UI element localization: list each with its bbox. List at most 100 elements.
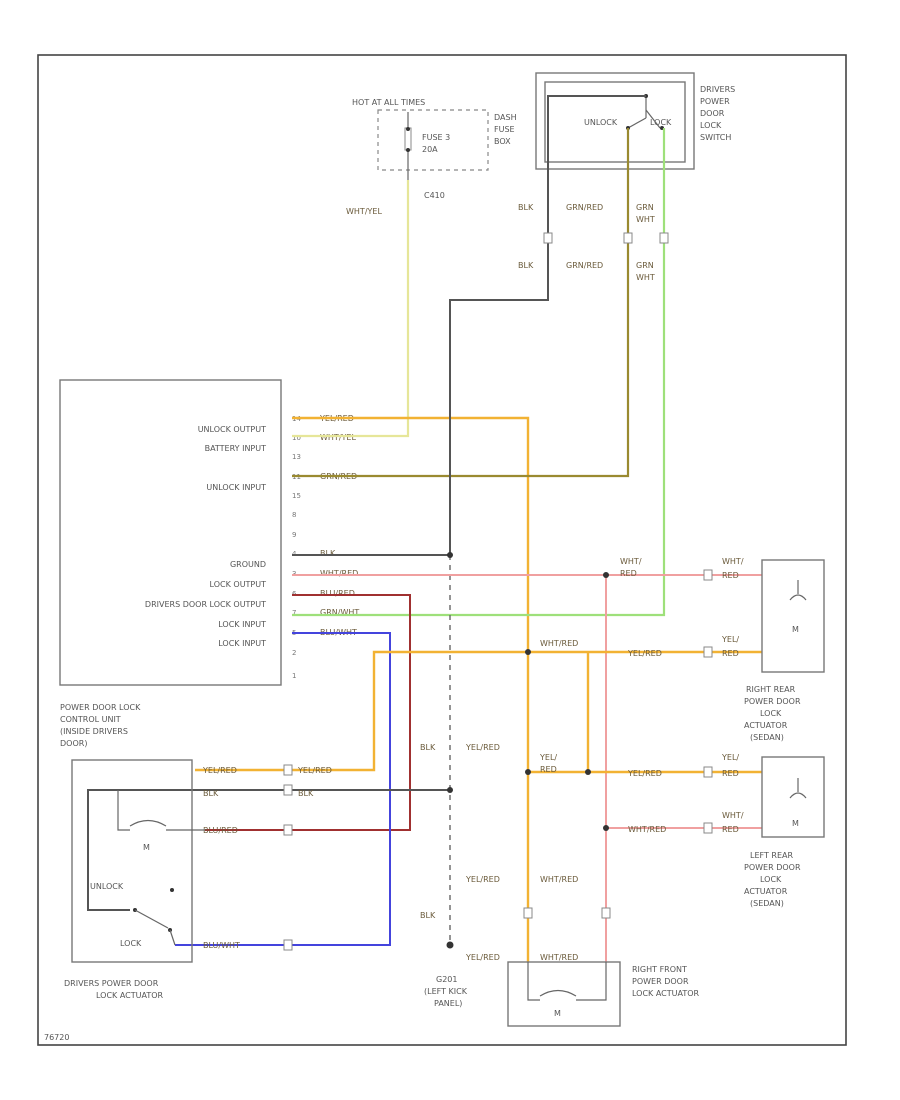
- fuse-number-label: FUSE 3: [422, 133, 450, 142]
- rr-name-2: POWER DOOR: [744, 697, 801, 706]
- switch-name-4: LOCK: [700, 121, 722, 130]
- ground-name-3: PANEL): [434, 999, 462, 1008]
- drivers-power-door-lock-actuator: YEL/RED BLK BLU/RED BLU/WHT YEL/RED BLK …: [64, 759, 332, 1000]
- cu-func-unlock-output: UNLOCK OUTPUT: [198, 425, 266, 434]
- dash-fuse-box: HOT AT ALL TIMES FUSE 3 20A DASH FUSE BO…: [346, 98, 517, 216]
- da-motor-lead-left: [117, 790, 130, 831]
- left-rear-box: [761, 756, 825, 838]
- lr-wire-red-2: RED: [722, 825, 739, 834]
- wire-grn-wht: [292, 128, 666, 617]
- ground-wire-label-2: BLK: [420, 911, 436, 920]
- sw-upper-blk: BLK: [518, 203, 534, 212]
- da-lock-label: LOCK: [120, 939, 142, 948]
- da-wire-blk-right: BLK: [298, 789, 314, 798]
- da-motor-arc: [129, 819, 167, 827]
- sw-upper-grn: GRN: [636, 203, 654, 212]
- lr-name-1: LEFT REAR: [750, 851, 793, 860]
- diagram-border: [37, 54, 847, 1046]
- rf-name-1: RIGHT FRONT: [632, 965, 687, 974]
- junctions: [446, 552, 609, 949]
- lr-wire-wht: WHT/: [722, 811, 744, 820]
- cu-wire-wht-red: WHT/RED: [320, 569, 358, 578]
- da-unlock-label: UNLOCK: [90, 882, 124, 891]
- center-wire-labels: YEL/RED YEL/RED WHT/RED YEL/RED WHT/RED …: [465, 557, 642, 962]
- cu-wire-blk: BLK: [320, 549, 336, 558]
- cu-wire-blu-red: BLU/RED: [320, 589, 355, 598]
- center-wht-red-1: WHT/RED: [540, 875, 578, 884]
- switch-name-2: POWER: [700, 97, 730, 106]
- center-red: RED: [540, 765, 557, 774]
- cu-wire-wht-yel: WHT/YEL: [320, 433, 356, 442]
- wire-grn-red: [292, 128, 630, 478]
- sw-lower-blk: BLK: [518, 261, 534, 270]
- sw-lower-grn: GRN: [636, 261, 654, 270]
- cu-func-battery-input: BATTERY INPUT: [205, 444, 267, 453]
- rr-motor-label: M: [792, 625, 799, 634]
- da-wire-yel-red-right: YEL/RED: [297, 766, 332, 775]
- rr-wire-yel: YEL/: [721, 635, 739, 644]
- switch-name-3: DOOR: [700, 109, 725, 118]
- lr-wire-wht-red: WHT/RED: [628, 825, 666, 834]
- cu-pin-10: 10: [292, 434, 301, 442]
- drivers-actuator-box: [71, 759, 193, 963]
- switch-name-5: SWITCH: [700, 133, 731, 142]
- ground-name-2: (LEFT KICK: [424, 987, 468, 996]
- cu-func-lock-output: LOCK OUTPUT: [210, 580, 267, 589]
- wire-blk-drivers-actuator: [87, 789, 450, 911]
- sw-upper-grn-red: GRN/RED: [566, 203, 603, 212]
- right-rear-actuator: WHT/ RED YEL/ RED YEL/RED M RIGHT REAR P…: [627, 557, 825, 742]
- right-front-box: [507, 961, 621, 1027]
- cu-pin-15: 15: [292, 492, 301, 500]
- center-wht-red-2: WHT/RED: [540, 953, 578, 962]
- rr-name-5: (SEDAN): [750, 733, 784, 742]
- hot-at-all-times-label: HOT AT ALL TIMES: [352, 98, 425, 107]
- lr-wire-yel: YEL/: [721, 753, 739, 762]
- lr-motor-label: M: [792, 819, 799, 828]
- cu-func-drivers-door-lock-output: DRIVERS DOOR LOCK OUTPUT: [145, 600, 266, 609]
- sw-lower-grn-red: GRN/RED: [566, 261, 603, 270]
- lr-wire-red: RED: [722, 769, 739, 778]
- switch-name-1: DRIVERS: [700, 85, 735, 94]
- switch-inner-box: [544, 81, 686, 163]
- rf-lead-right: [576, 962, 607, 1001]
- lr-wire-yel-red: YEL/RED: [627, 769, 662, 778]
- lr-name-5: (SEDAN): [750, 899, 784, 908]
- wire-yel-red-drivers: [195, 650, 528, 772]
- wires: [87, 95, 762, 962]
- center-yel-red-3: YEL/RED: [465, 953, 500, 962]
- center-wht-red-3: WHT/RED: [540, 639, 578, 648]
- rr-wire-red: RED: [722, 571, 739, 580]
- cu-pin-9: 9: [292, 531, 296, 539]
- ground-g201: BLK BLK G201 (LEFT KICK PANEL): [420, 743, 468, 1008]
- rr-wire-wht: WHT/: [722, 557, 744, 566]
- fuse-box-name-1: DASH: [494, 113, 517, 122]
- right-front-actuator: M RIGHT FRONT POWER DOOR LOCK ACTUATOR: [507, 961, 700, 1027]
- da-name-1: DRIVERS POWER DOOR: [64, 979, 159, 988]
- center-red-2: RED: [620, 569, 637, 578]
- cu-func-unlock-input: UNLOCK INPUT: [206, 483, 266, 492]
- switch-outer-box: [535, 72, 695, 170]
- rr-name-3: LOCK: [760, 709, 782, 718]
- cu-pin-1: 1: [292, 672, 296, 680]
- cu-name-1: POWER DOOR LOCK: [60, 703, 141, 712]
- da-lock-lead: [169, 929, 176, 946]
- cu-wire-grn-wht: GRN/WHT: [320, 608, 359, 617]
- cu-pin-8: 8: [292, 511, 296, 519]
- rf-motor-label: M: [554, 1009, 561, 1018]
- lr-name-4: ACTUATOR: [744, 887, 788, 896]
- switch-unlock-label: UNLOCK: [584, 118, 618, 127]
- rr-wire-red-2: RED: [722, 649, 739, 658]
- cu-name-3: (INSIDE DRIVERS: [60, 727, 128, 736]
- drivers-door-lock-switch: UNLOCK LOCK DRIVERS POWER DOOR LOCK SWIT…: [535, 72, 735, 170]
- fuse-box-name-2: FUSE: [494, 125, 515, 134]
- cu-name-2: CONTROL UNIT: [60, 715, 121, 724]
- rf-name-3: LOCK ACTUATOR: [632, 989, 700, 998]
- rr-name-4: ACTUATOR: [744, 721, 788, 730]
- center-yel: YEL/: [539, 753, 557, 762]
- cu-func-ground: GROUND: [230, 560, 266, 569]
- cu-name-4: DOOR): [60, 739, 87, 748]
- cu-pin-13: 13: [292, 453, 301, 461]
- wire-wht-yel: [292, 180, 410, 438]
- figure-id: 76720: [44, 1033, 69, 1042]
- rf-lead-left: [527, 962, 540, 1001]
